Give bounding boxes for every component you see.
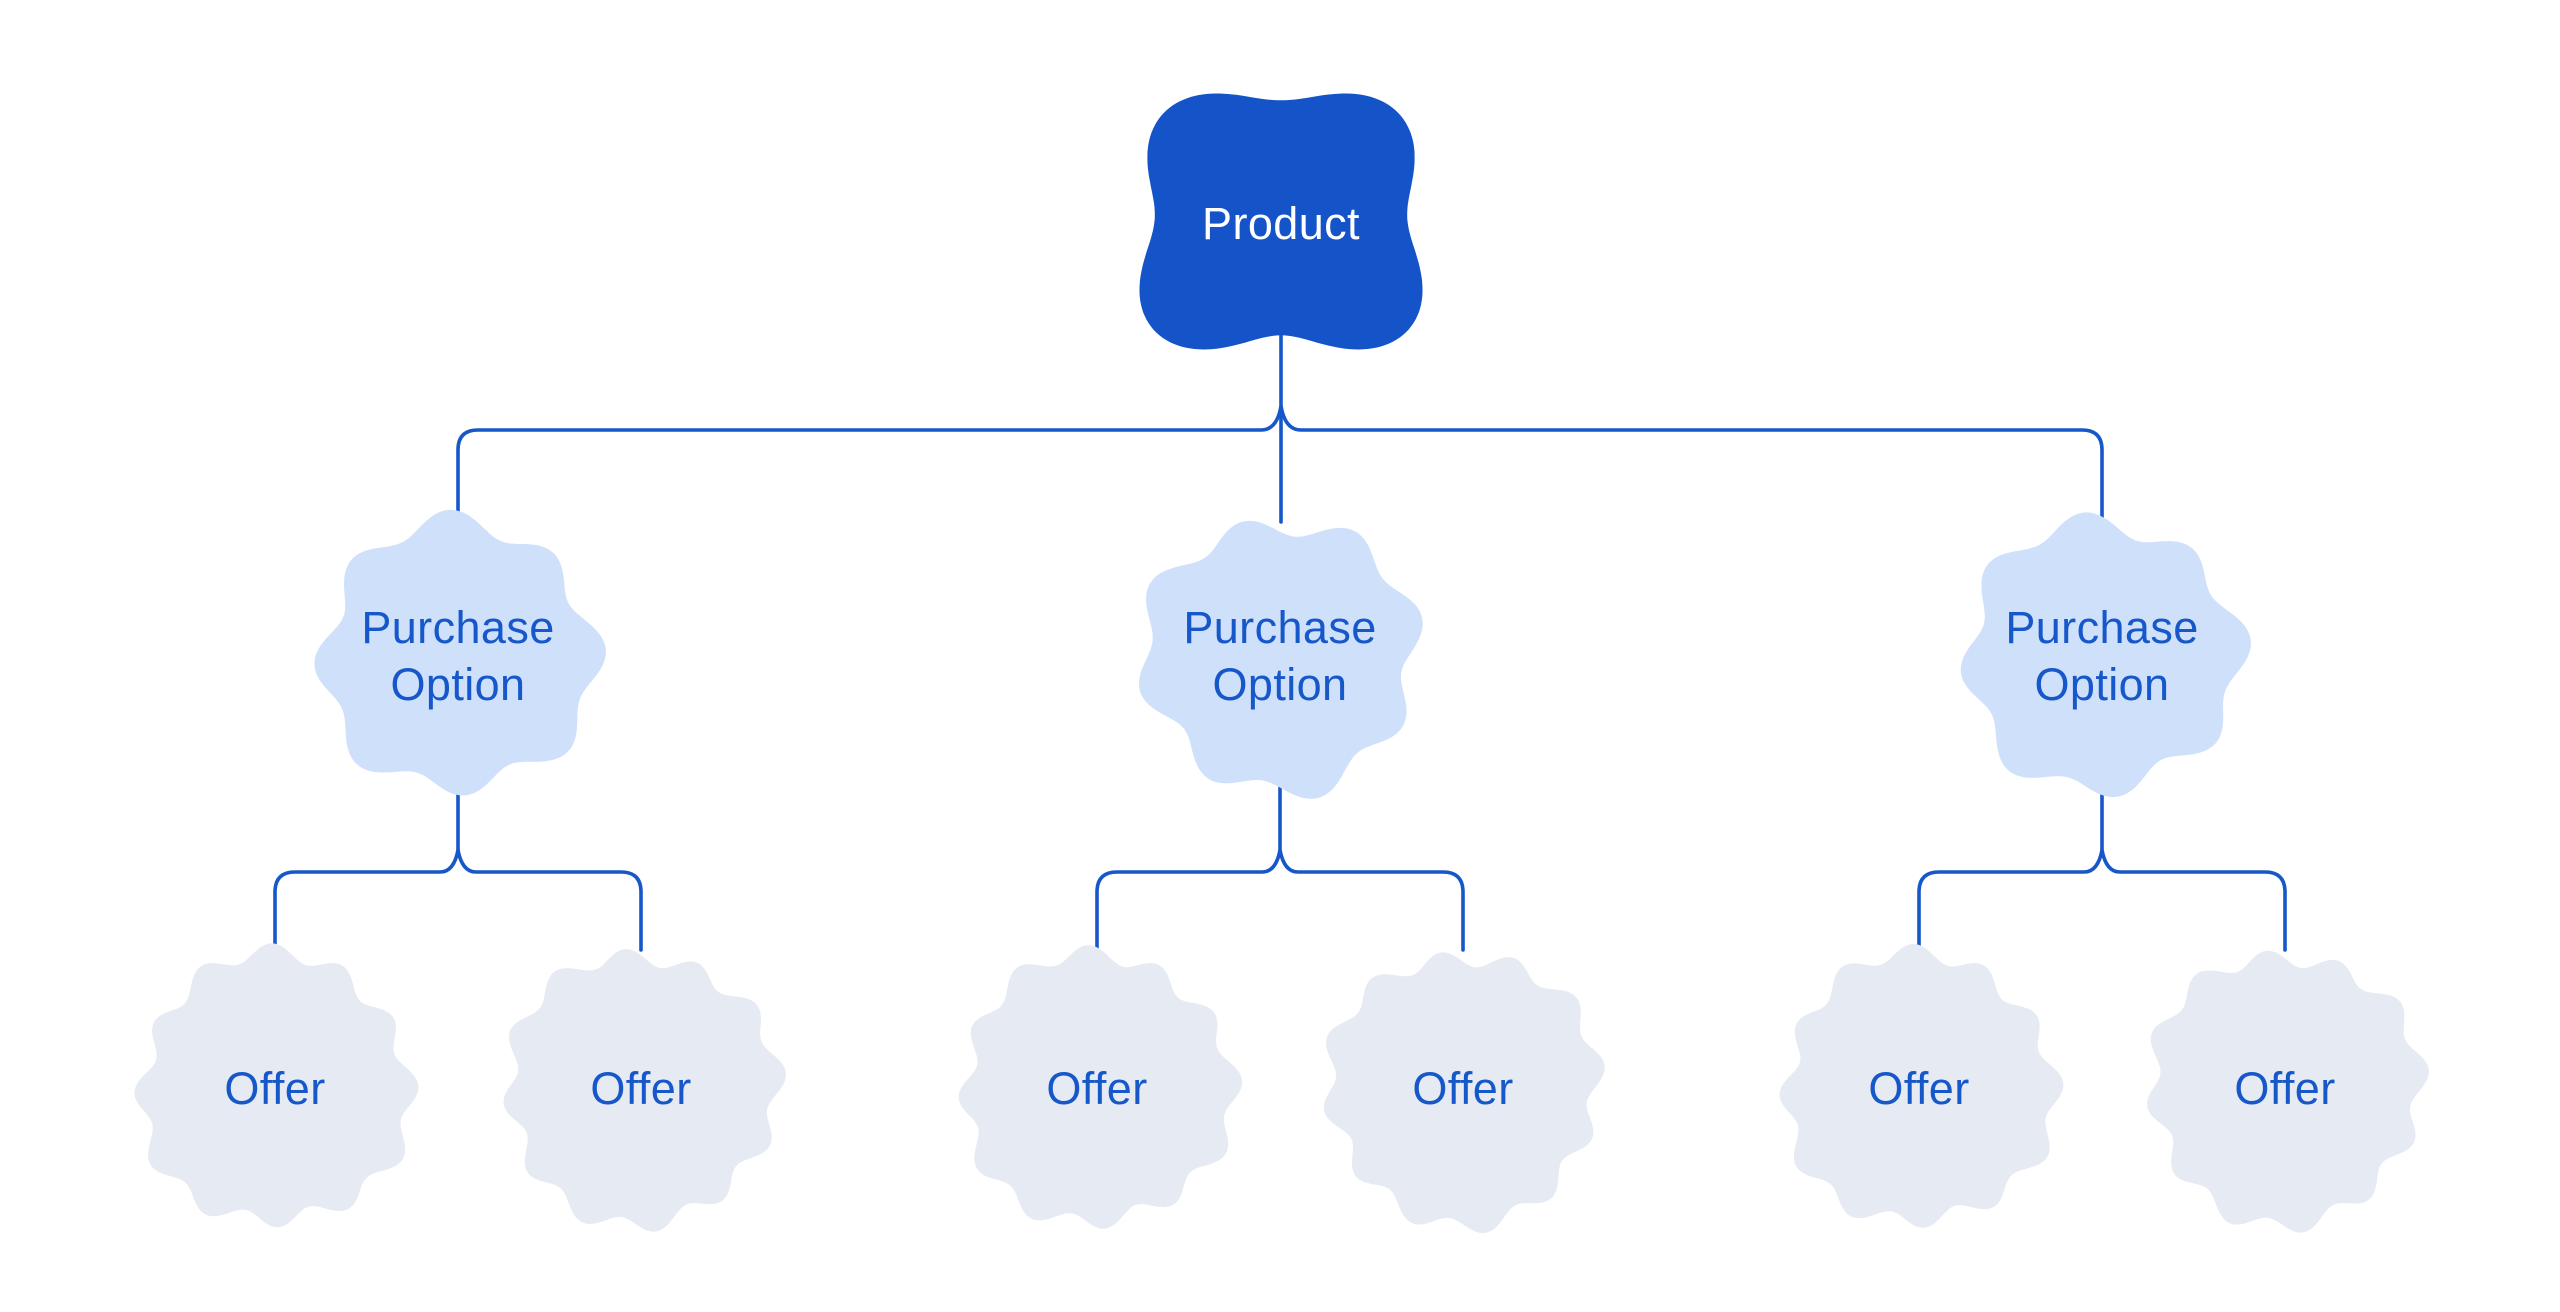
purchase-option-2-node-shape bbox=[1139, 520, 1423, 799]
node-offer-5-label: Offer bbox=[1868, 1063, 1970, 1114]
node-offer-1-label: Offer bbox=[224, 1063, 326, 1114]
connector-product-to-purchase-options bbox=[456, 405, 2104, 524]
connector-purchase-option-1-to-offers bbox=[273, 849, 643, 952]
offer-3-node-shape bbox=[958, 945, 1243, 1229]
connector-purchase-option-2-to-offers bbox=[1095, 849, 1465, 952]
offer-4-node-shape bbox=[1323, 952, 1605, 1234]
node-offer-4-label: Offer bbox=[1412, 1063, 1514, 1114]
offer-1-node-shape bbox=[134, 943, 419, 1228]
node-purchase-option-1-label: Purchase Option bbox=[361, 602, 555, 710]
node-offer-2-label: Offer bbox=[590, 1063, 692, 1114]
offer-2-node-shape bbox=[503, 949, 786, 1232]
offer-5-node-shape bbox=[1779, 944, 2064, 1228]
connector-purchase-option-3-to-offers bbox=[1917, 849, 2287, 952]
offer-6-node-shape bbox=[2147, 950, 2429, 1233]
purchase-option-1-node-shape bbox=[314, 509, 606, 796]
node-purchase-option-3-label: Purchase Option bbox=[2005, 602, 2199, 710]
node-purchase-option-2-label: Purchase Option bbox=[1183, 602, 1377, 710]
node-product-label: Product bbox=[1202, 198, 1360, 249]
purchase-option-3-node-shape bbox=[1960, 512, 2251, 798]
node-offer-6-label: Offer bbox=[2234, 1063, 2336, 1114]
node-offer-3-label: Offer bbox=[1046, 1063, 1148, 1114]
product-node-shape bbox=[1139, 93, 1423, 350]
